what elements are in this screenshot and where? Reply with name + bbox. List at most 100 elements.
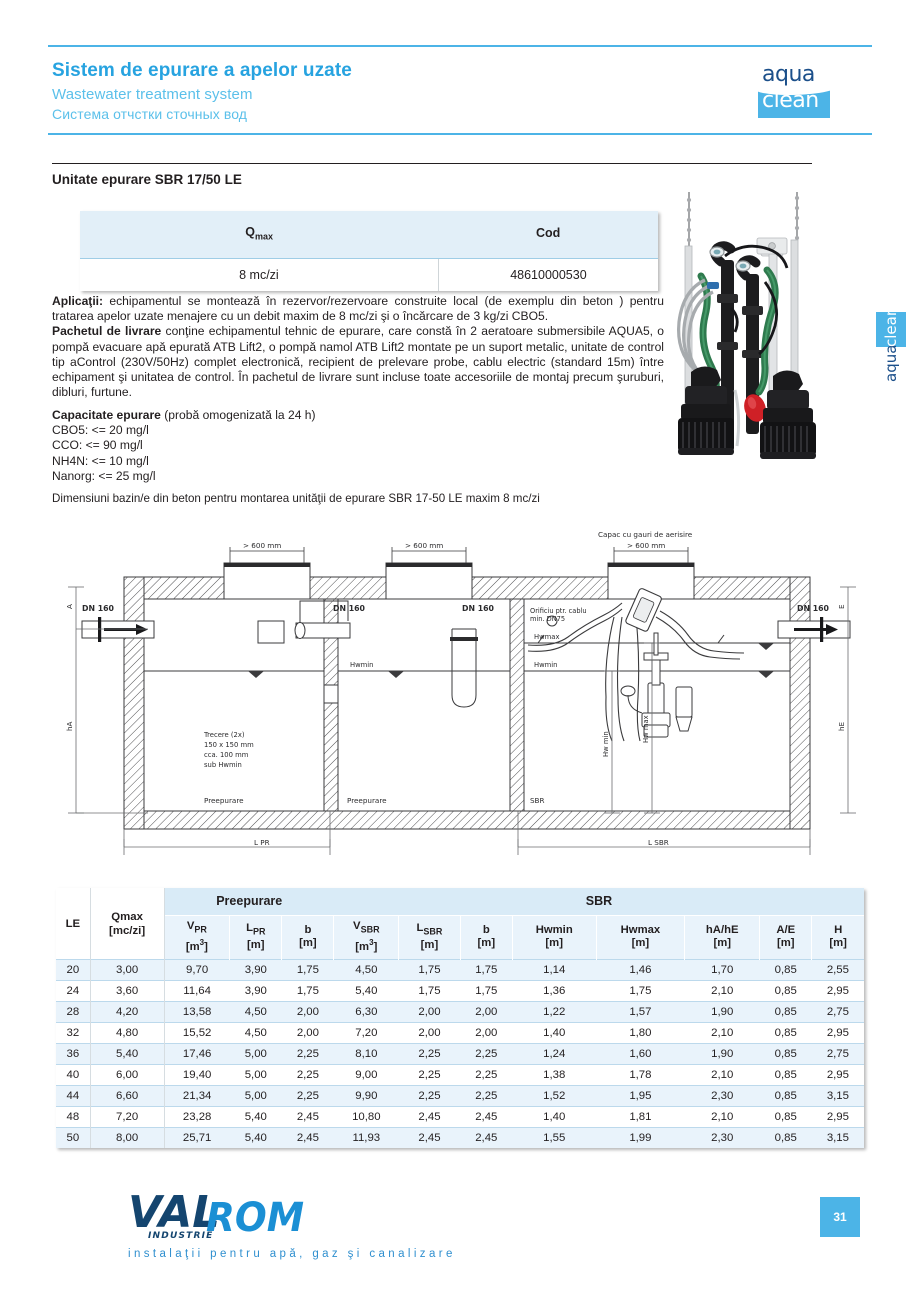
cell-b_sbr: 2,45 — [460, 1106, 513, 1128]
side-tab-word-aqua: aqua — [876, 345, 906, 382]
cell-v_sbr: 7,20 — [333, 1022, 399, 1044]
cell-hwmin: 1,55 — [512, 1127, 597, 1149]
cell-ha_he: 2,30 — [684, 1127, 760, 1149]
cell-ha_he: 2,30 — [684, 1085, 760, 1107]
cell-a_e: 0,85 — [759, 1127, 812, 1149]
capacity-line-cbo5: CBO5: <= 20 mg/l — [52, 423, 149, 438]
col-hwmax-base: Hwmax — [620, 924, 661, 936]
cell-h: 2,75 — [811, 1043, 864, 1065]
cell-l_pr: 3,90 — [229, 980, 282, 1002]
cell-v_sbr: 10,80 — [333, 1106, 399, 1128]
cell-ha_he: 1,70 — [684, 959, 760, 981]
cell-a_e: 0,85 — [759, 1085, 812, 1107]
cell-h: 2,95 — [811, 1022, 864, 1044]
label-dim-hA: hA — [65, 721, 74, 731]
cell-v_sbr: 4,50 — [333, 959, 399, 981]
cell-v_sbr: 6,30 — [333, 1001, 399, 1023]
side-tab-aqua-clean[interactable]: aqua clean — [876, 312, 906, 382]
cell-v_pr: 11,64 — [164, 980, 230, 1002]
cell-qmax: 4,80 — [90, 1022, 165, 1044]
cell-v_sbr: 9,90 — [333, 1085, 399, 1107]
label-opening-1: > 600 mm — [243, 541, 281, 550]
col-vsbr-base: V — [353, 920, 361, 932]
label-zone-preepurare-1: Preepurare — [204, 796, 244, 805]
cell-cod-value: 48610000530 — [437, 258, 658, 291]
label-passage-2: 150 x 150 mm — [204, 741, 254, 749]
label-dn160-mid2: DN 160 — [462, 604, 495, 613]
group-header-row: LE Qmax [mc/zi] Preepurare SBR — [56, 888, 864, 960]
aqua-clean-logo: aqua clean — [758, 62, 830, 118]
group-header-sbr: SBR — [333, 888, 864, 916]
col-header-le: LE — [56, 888, 91, 960]
header-rule-bottom — [48, 133, 872, 135]
cell-qmax: 5,40 — [90, 1043, 165, 1065]
cell-hwmax: 1,95 — [596, 1085, 685, 1107]
cell-hwmax: 1,46 — [596, 959, 685, 981]
col-header-bsbr: b[m] — [460, 915, 513, 960]
cell-qmax: 8,00 — [90, 1127, 165, 1149]
cell-b_pr: 2,45 — [281, 1127, 334, 1149]
capacity-block: Capacitate epurare (probă omogenizată la… — [52, 408, 452, 484]
cell-b_sbr: 1,75 — [460, 959, 513, 981]
col-lpr-unit: [m] — [247, 938, 265, 951]
cell-l_pr: 5,40 — [229, 1127, 282, 1149]
col-bpr-unit: [m] — [299, 937, 317, 949]
cell-b_sbr: 2,25 — [460, 1043, 513, 1065]
label-dim-hwmax-v: Hw max — [642, 715, 650, 743]
dimensions-table: LE Qmax [mc/zi] Preepurare SBR VPR[m3] L… — [56, 888, 864, 1149]
label-dim-hwmin-v: Hw min — [602, 731, 610, 757]
label-dn160-mid: DN 160 — [333, 604, 366, 613]
col-header-qmax-label: Qmax — [111, 910, 143, 923]
col-lpr-sub: PR — [252, 926, 266, 937]
col-lsbr-base: L — [416, 922, 424, 935]
valrom-word-rom: ROM — [206, 1195, 304, 1241]
cell-v_pr: 25,71 — [164, 1127, 230, 1149]
cell-h: 2,95 — [811, 980, 864, 1002]
cell-qmax: 6,00 — [90, 1064, 165, 1086]
col-header-vsbr: VSBR[m3] — [333, 915, 400, 960]
cell-b_sbr: 2,25 — [460, 1085, 513, 1107]
cell-b_sbr: 2,00 — [460, 1001, 513, 1023]
cell-l_pr: 5,00 — [229, 1043, 282, 1065]
col-vpr-base: V — [186, 920, 195, 932]
cell-hwmin: 1,38 — [512, 1064, 597, 1086]
side-tab-word-clean: clean — [882, 312, 900, 347]
cell-le: 20 — [56, 959, 91, 981]
label-dim-hE: hE — [837, 721, 846, 731]
cell-b_sbr: 2,45 — [460, 1127, 513, 1149]
cell-b_pr: 2,45 — [281, 1106, 334, 1128]
capacity-title: Capacitate epurare — [52, 408, 161, 422]
cell-le: 48 — [56, 1106, 91, 1128]
cell-b_pr: 1,75 — [281, 959, 334, 981]
logo-top-panel — [758, 62, 830, 90]
delivery-text: conţine echipamentul tehnic de epurare, … — [52, 324, 664, 400]
logo-word-aqua: aqua — [762, 62, 815, 87]
col-header-lpr: LPR[m] — [229, 915, 283, 960]
cell-h: 3,15 — [811, 1127, 864, 1149]
cell-v_pr: 9,70 — [164, 959, 230, 981]
cell-v_pr: 21,34 — [164, 1085, 230, 1107]
product-code-header-row: Qmax Cod — [80, 211, 658, 259]
cell-hwmax: 1,99 — [596, 1127, 685, 1149]
dimensions-note: Dimensiuni bazin/e din beton pentru mont… — [52, 492, 540, 505]
label-passage-4: sub Hwmin — [204, 761, 242, 769]
label-hwmax: Hwmax — [534, 633, 559, 641]
unit-header-row: VPR[m3] LPR[m] b[m] VSBR[m3] LSBR[m] b[m… — [56, 915, 864, 960]
capacity-line-cco: CCO: <= 90 mg/l — [52, 438, 143, 453]
label-opening-3: > 600 mm — [627, 541, 665, 550]
cell-l_sbr: 1,75 — [398, 980, 461, 1002]
cell-hwmax: 1,80 — [596, 1022, 685, 1044]
cell-v_sbr: 5,40 — [333, 980, 399, 1002]
valrom-word-val: VAL — [128, 1187, 220, 1238]
col-hwmax-unit: [m] — [631, 937, 650, 949]
cell-le: 32 — [56, 1022, 91, 1044]
product-code-table: Qmax Cod 8 mc/zi 48610000530 — [80, 211, 658, 291]
cell-hwmin: 1,36 — [512, 980, 597, 1002]
